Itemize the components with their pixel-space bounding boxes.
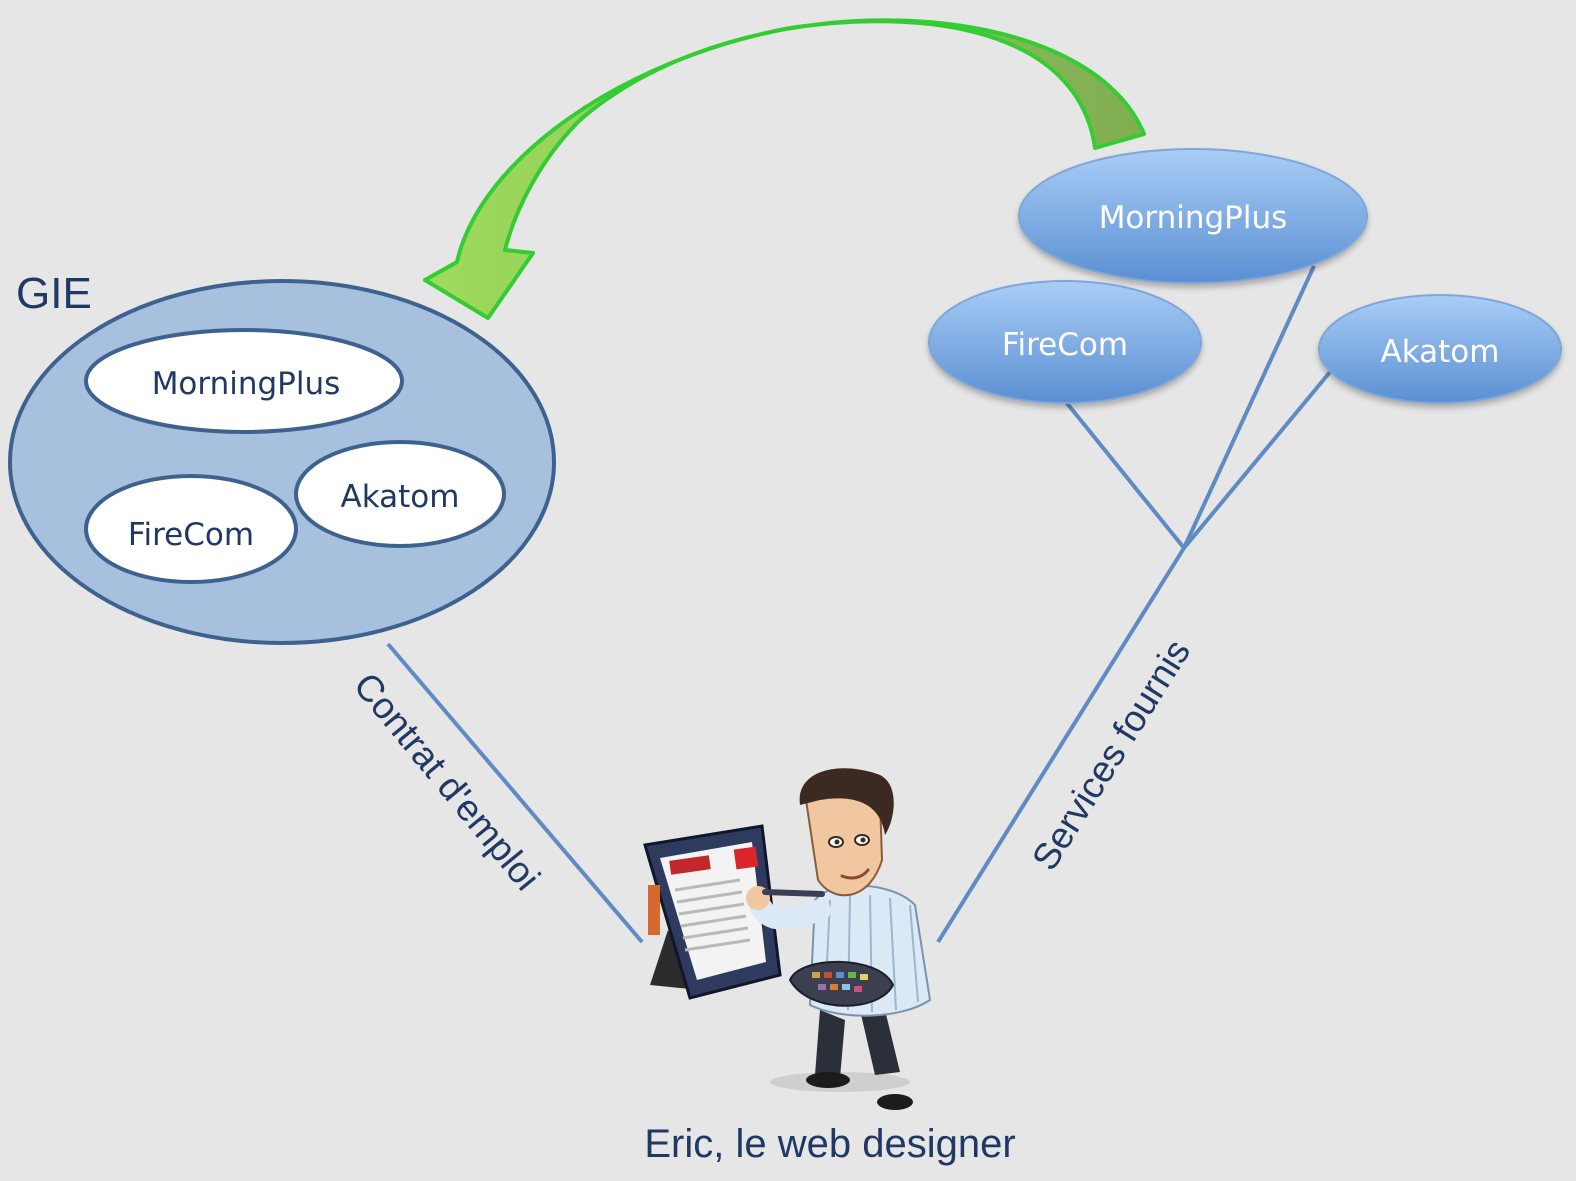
gie-label: GIE: [16, 269, 92, 318]
designer-illustration: [643, 768, 932, 1110]
line-gie-to-person: [386, 642, 644, 944]
gie-member-morningplus-label: MorningPlus: [152, 366, 341, 402]
company-akatom: [1318, 294, 1562, 404]
gie-member-firecom: [84, 474, 298, 584]
company-akatom-label: Akatom: [1381, 334, 1500, 370]
gie-member-akatom-label: Akatom: [341, 479, 460, 515]
feedback-arrow: [423, 18, 1146, 320]
gie-member-akatom: [294, 440, 506, 548]
designer-head: [799, 768, 894, 897]
company-morningplus-label: MorningPlus: [1099, 200, 1288, 236]
line-node-to-person: [936, 546, 1186, 944]
line-morningplus-to-node: [1182, 265, 1316, 549]
gie-member-morningplus: [84, 328, 404, 434]
line-firecom-to-node: [1064, 400, 1186, 550]
color-palette-icon: [788, 960, 895, 1007]
contract-label: Contrat d'emploi: [346, 665, 548, 898]
company-firecom-label: FireCom: [1002, 327, 1128, 363]
company-firecom: [928, 280, 1202, 404]
person-caption: Eric, le web designer: [644, 1122, 1015, 1166]
gie-member-firecom-label: FireCom: [128, 517, 254, 553]
tablet-icon: [643, 824, 782, 1000]
services-tree-lines: [386, 265, 1332, 944]
company-morningplus: [1018, 148, 1368, 284]
services-label: Services fournis: [1024, 632, 1198, 877]
line-akatom-to-node: [1182, 370, 1332, 550]
